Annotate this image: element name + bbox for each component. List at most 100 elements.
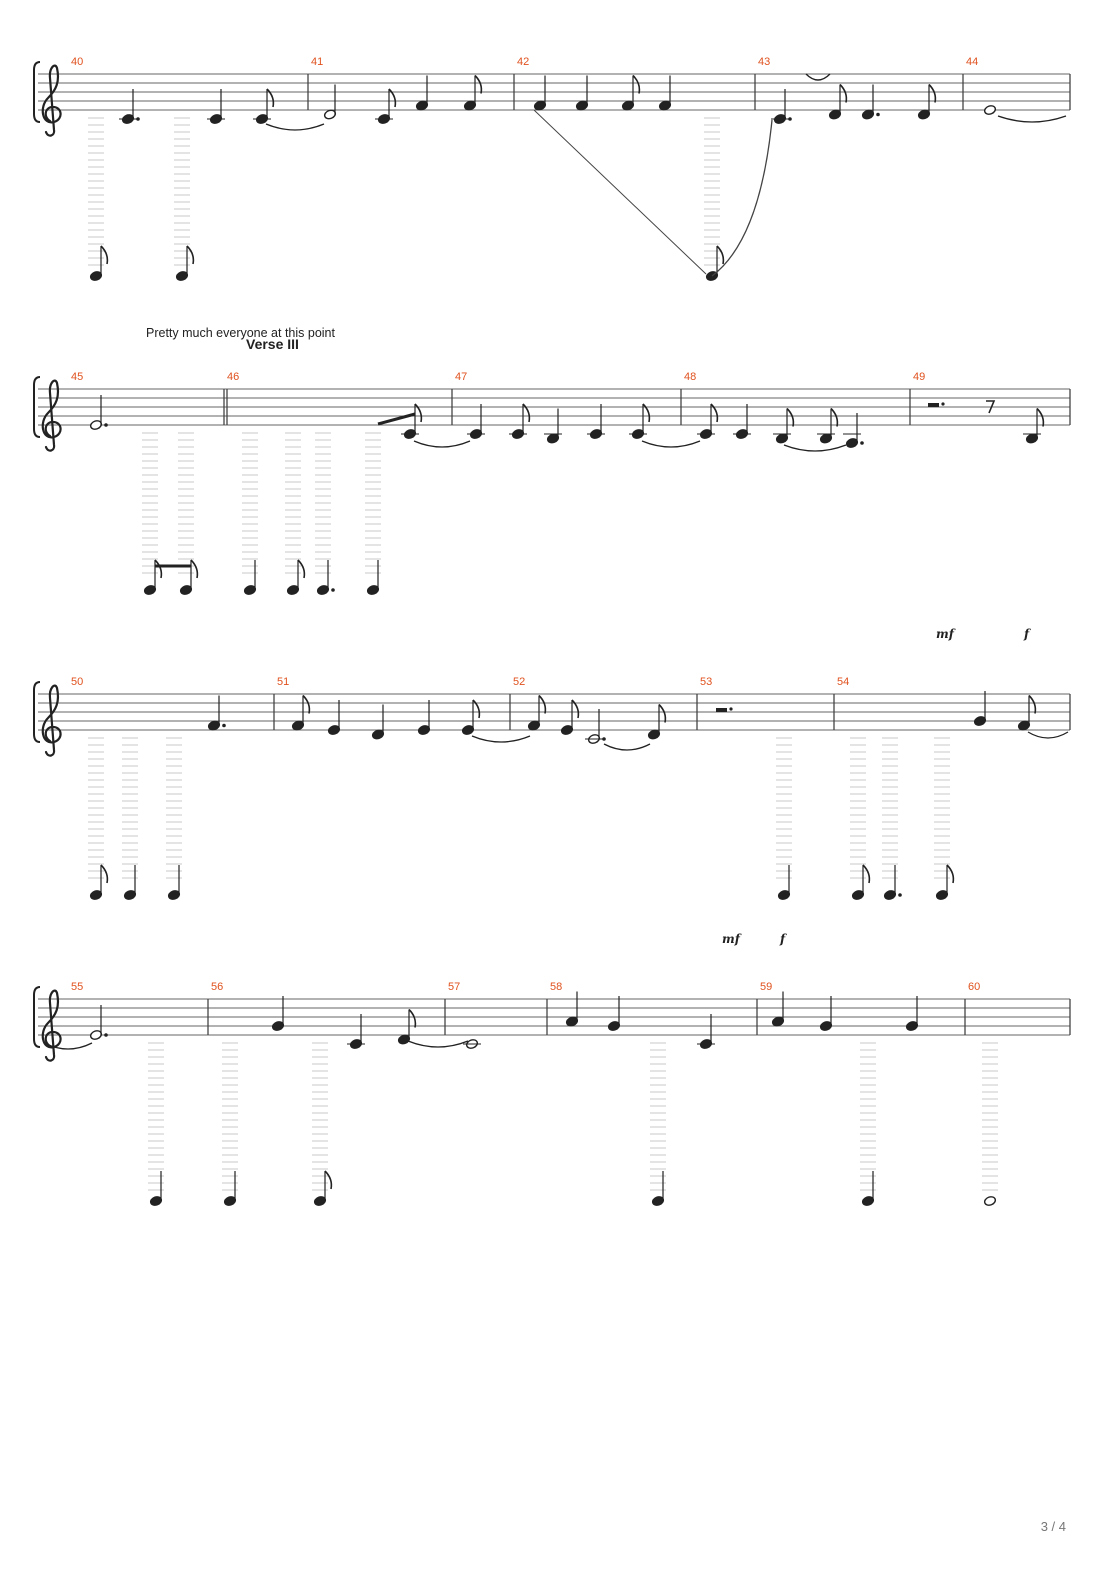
augmentation-dot	[104, 1033, 108, 1037]
slide-line	[533, 109, 707, 275]
note-flag	[928, 83, 937, 103]
measure-number: 51	[277, 676, 289, 688]
note-flag	[186, 245, 195, 265]
augmentation-dot	[104, 423, 108, 427]
section-label: Verse III	[246, 336, 299, 352]
note-flag	[297, 559, 306, 579]
tie	[471, 735, 531, 743]
note-flag	[538, 694, 547, 714]
augmentation-dot	[331, 588, 335, 592]
eighth-rest	[986, 400, 996, 414]
note-flag	[1028, 694, 1037, 714]
dynamic-marking: f	[1023, 627, 1031, 641]
note-flag	[642, 403, 651, 423]
note-flag	[786, 407, 795, 427]
measure-number: 54	[837, 676, 849, 688]
measure-number: 44	[966, 56, 978, 68]
note-flag	[632, 74, 641, 94]
note-flag	[522, 403, 531, 423]
rest-dot	[729, 707, 733, 711]
note-flag	[571, 699, 580, 719]
measure-number: 46	[227, 371, 239, 383]
tie	[265, 123, 325, 131]
measure-number: 49	[913, 371, 925, 383]
dynamic-marking: mf	[936, 627, 956, 641]
measure-number: 52	[513, 676, 525, 688]
measure-number: 43	[758, 56, 770, 68]
note-flag	[190, 559, 199, 579]
augmentation-dot	[602, 737, 606, 741]
measure-number: 53	[700, 676, 712, 688]
system-bracket	[33, 681, 41, 743]
tie	[997, 115, 1067, 123]
measure-number: 40	[71, 56, 83, 68]
system-bracket	[33, 61, 41, 123]
augmentation-dot	[788, 117, 792, 121]
tie	[603, 743, 651, 751]
note-flag	[266, 88, 275, 108]
page-number: 3 / 4	[1040, 1519, 1066, 1534]
measure-number: 56	[211, 981, 223, 993]
augmentation-dot	[898, 893, 902, 897]
note-flag	[658, 703, 667, 723]
text-annotation: Pretty much everyone at this point	[146, 326, 336, 340]
half-rest	[716, 708, 727, 712]
note-flag	[830, 407, 839, 427]
note-flag	[388, 88, 397, 108]
measure-number: 45	[71, 371, 83, 383]
treble-clef	[41, 64, 62, 137]
note-flag	[862, 864, 871, 884]
note-head	[983, 105, 997, 115]
augmentation-dot	[222, 723, 226, 728]
beam	[377, 412, 416, 426]
treble-clef	[41, 684, 62, 757]
note-flag	[1036, 407, 1045, 427]
tie	[43, 1042, 93, 1050]
staff-system: 50 51 52 53 54	[33, 676, 1071, 900]
measure-number: 55	[71, 981, 83, 993]
augmentation-dot	[876, 112, 880, 117]
note-flag	[474, 74, 483, 94]
note-flag	[710, 403, 719, 423]
tie	[413, 440, 471, 448]
note-flag	[100, 245, 109, 265]
note-flag	[716, 245, 725, 265]
augmentation-dot	[860, 441, 864, 445]
treble-clef	[41, 379, 62, 452]
note-flag	[154, 559, 163, 579]
staff-system: 45 46 47 48 49	[33, 371, 1071, 595]
tie	[805, 73, 831, 81]
note-flag	[408, 1008, 417, 1028]
measure-number: 59	[760, 981, 772, 993]
dynamic-marking: mf	[722, 932, 742, 946]
measure-number: 58	[550, 981, 562, 993]
tie	[407, 1040, 469, 1048]
tie	[783, 444, 847, 452]
measure-number: 57	[448, 981, 460, 993]
note-head	[983, 1196, 997, 1206]
tie	[641, 440, 701, 448]
note-flag	[472, 699, 481, 719]
note-flag	[324, 1170, 333, 1190]
staff-system: 40 41 42 43 44	[33, 56, 1071, 281]
rest-dot	[941, 402, 945, 406]
measure-number: 41	[311, 56, 323, 68]
tie	[1027, 731, 1069, 739]
note-flag	[100, 864, 109, 884]
system-bracket	[33, 986, 41, 1048]
note-flag	[946, 864, 955, 884]
half-rest	[928, 403, 939, 407]
note-flag	[302, 694, 311, 714]
measure-number: 48	[684, 371, 696, 383]
dynamic-marking: f	[779, 932, 787, 946]
augmentation-dot	[136, 117, 140, 121]
system-bracket	[33, 376, 41, 438]
note-flag	[414, 403, 423, 423]
slur	[711, 119, 773, 277]
measure-number: 50	[71, 676, 83, 688]
measure-number: 42	[517, 56, 529, 68]
measure-number: 47	[455, 371, 467, 383]
note-flag	[839, 83, 848, 103]
